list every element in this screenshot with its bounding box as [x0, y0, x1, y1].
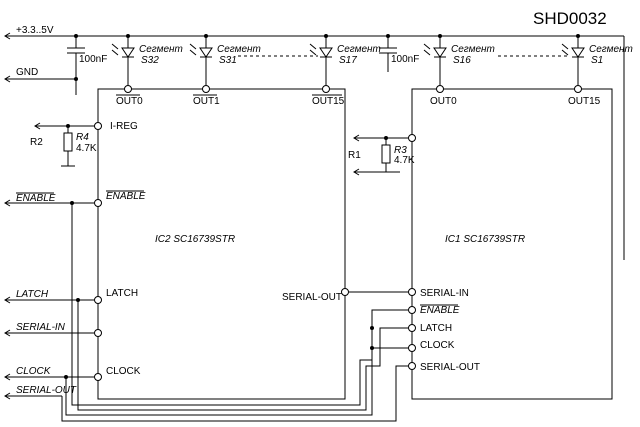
led-output-leads	[127, 62, 579, 85]
led-word-label: Сегмент	[139, 44, 183, 55]
input-enable-label: ENABLE	[16, 193, 56, 204]
led-ref-label: S1	[591, 55, 603, 66]
r2-ref: R2	[30, 137, 43, 148]
ic2-enable-label: ENABLE	[106, 191, 146, 202]
ic1-clock-label: CLOCK	[420, 340, 455, 351]
ic2-ireg-label: I-REG	[110, 121, 138, 132]
diagram-title: SHD0032	[533, 9, 607, 28]
interconnect-wires	[61, 203, 408, 422]
c2-value: 100nF	[391, 54, 419, 65]
gnd-label: GND	[16, 67, 38, 78]
led-ref-label: S17	[339, 55, 357, 66]
input-serial-in: SERIAL-IN	[4, 322, 94, 337]
output-serial-out-label: SERIAL-OUT	[16, 385, 77, 396]
input-latch-label: LATCH	[16, 289, 49, 300]
r3-value: 4.7K	[394, 155, 415, 166]
r4-value: 4.7K	[76, 143, 97, 154]
input-clock-label: CLOCK	[16, 366, 52, 377]
input-clock: CLOCK	[4, 366, 94, 381]
resistor-r4: R4 4.7K R2	[30, 122, 97, 167]
led-ref-label: S31	[219, 55, 237, 66]
resistor-r3: R3 4.7K R1	[348, 134, 415, 176]
led-ref-label: S32	[141, 55, 159, 66]
led-group: СегментS32СегментS31СегментS17СегментS16…	[111, 34, 633, 66]
ic2-clock-label: CLOCK	[106, 366, 141, 377]
gnd-rail: GND	[4, 67, 76, 83]
c1-value: 100nF	[79, 54, 107, 65]
r3-ref: R3	[394, 145, 407, 156]
vcc-rail: +3.3..5V	[4, 25, 625, 260]
ic1-name: IC1 SC16739STR	[445, 234, 525, 245]
ic1-enable-label: ENABLE	[420, 305, 460, 316]
input-serial-in-label: SERIAL-IN	[16, 322, 66, 333]
ic2-out1-label: OUT1	[193, 96, 220, 107]
ic1-latch-label: LATCH	[420, 323, 452, 334]
led-word-label: Сегмент	[589, 44, 633, 55]
ic1-serial-out-label: SERIAL-OUT	[420, 362, 480, 373]
ic1-out15-label: OUT15	[568, 96, 601, 107]
output-serial-out: SERIAL-OUT	[4, 385, 77, 400]
capacitor-c2: 100nF	[379, 34, 419, 72]
ic2-serial-out-label: SERIAL-OUT	[282, 292, 342, 303]
capacitor-c1: 100nF	[67, 34, 107, 95]
input-latch: LATCH	[4, 289, 94, 304]
vcc-label: +3.3..5V	[16, 25, 54, 36]
led-word-label: Сегмент	[451, 44, 495, 55]
r1-ref: R1	[348, 150, 361, 161]
ic2-chip: IC2 SC16739STR OUT0 OUT1 OUT15 I-REG ENA…	[94, 85, 349, 400]
led-word-label: Сегмент	[337, 44, 381, 55]
ic2-out15-label: OUT15	[312, 96, 345, 107]
ic1-out0-label: OUT0	[430, 96, 457, 107]
led-ref-label: S16	[453, 55, 471, 66]
ic1-chip: IC1 SC16739STR OUT0 OUT15 SERIAL-IN ENAB…	[408, 85, 613, 400]
r4-ref: R4	[76, 132, 89, 143]
input-enable: ENABLE	[4, 192, 94, 207]
ic2-name: IC2 SC16739STR	[155, 234, 235, 245]
led-word-label: Сегмент	[217, 44, 261, 55]
ic2-out0-label: OUT0	[116, 96, 143, 107]
ic2-latch-label: LATCH	[106, 288, 138, 299]
ic1-serial-in-label: SERIAL-IN	[420, 288, 469, 299]
